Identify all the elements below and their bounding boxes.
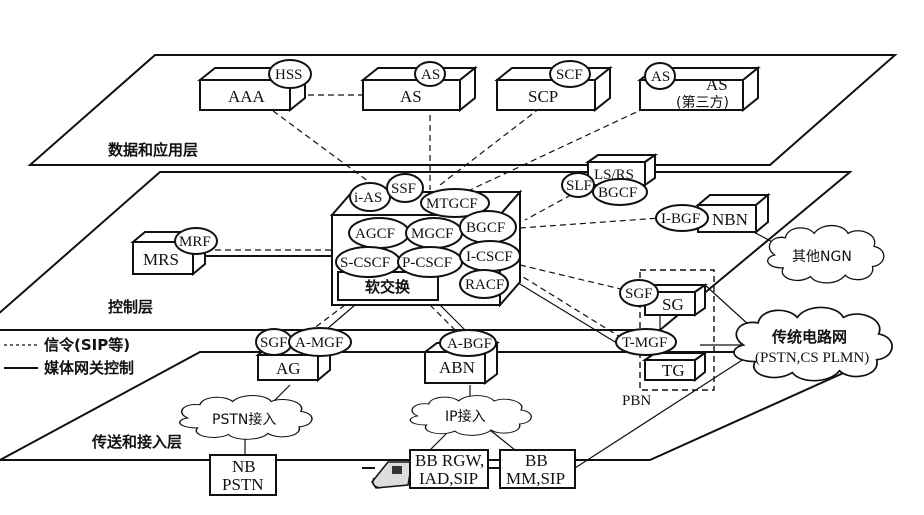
hss-function[interactable] xyxy=(268,59,312,89)
racf-label: RACF xyxy=(465,277,504,293)
bgcf-top-label: BGCF xyxy=(598,185,637,201)
abgf-signal-link xyxy=(429,304,461,336)
pstn-access-label: PSTN接入 xyxy=(212,411,276,428)
ip-access-label: IP接入 xyxy=(445,408,486,425)
as-label: AS xyxy=(400,87,422,106)
t-mgf-function[interactable] xyxy=(615,328,677,356)
as-node[interactable]: AS AS xyxy=(360,61,478,113)
app-layer-label: 数据和应用层 xyxy=(108,141,198,159)
slf-label: SLF xyxy=(566,178,592,194)
as-function-label: AS xyxy=(421,67,440,83)
p-cscf-label: P-CSCF xyxy=(402,255,452,271)
mrf-label: MRF xyxy=(179,234,211,250)
mtgcf-function[interactable] xyxy=(420,188,490,218)
t-mgf-label: T-MGF xyxy=(622,335,667,351)
a-bgf-label: A-BGF xyxy=(447,336,492,352)
ssf-function[interactable] xyxy=(386,173,424,203)
tmgf-signal-link xyxy=(514,271,626,341)
scf-function[interactable] xyxy=(549,60,591,88)
abn-node[interactable]: ABN A-BGF xyxy=(422,329,500,385)
tg-label: TG xyxy=(662,361,685,380)
bgcf-label: BGCF xyxy=(466,220,505,236)
sgf-function[interactable] xyxy=(619,279,659,307)
ip-access-bbmm-link xyxy=(489,429,516,451)
tmgf-control-link xyxy=(509,277,621,346)
mrs-node[interactable]: MRS MRF xyxy=(130,227,218,277)
a-mgf-function[interactable] xyxy=(288,327,352,357)
s-cscf-label: S-CSCF xyxy=(340,255,390,271)
pbn-dashed-boundary xyxy=(639,269,715,391)
legend-signaling-label: 信令(SIP等) xyxy=(44,336,130,354)
scf-label: SCF xyxy=(556,67,583,83)
slf-function[interactable] xyxy=(561,172,595,198)
legend: 信令(SIP等) 媒体网关控制 xyxy=(4,336,134,377)
mgcf-label: MGCF xyxy=(411,226,454,242)
bb-mm-node[interactable]: BB MM,SIP xyxy=(499,449,576,489)
as3-function[interactable] xyxy=(644,62,676,90)
hss-label: HSS xyxy=(275,67,303,83)
other-ngn-cloud[interactable]: 其他NGN xyxy=(767,224,885,284)
bb-mm-label-1: BB xyxy=(525,451,548,470)
legend-media-control-label: 媒体网关控制 xyxy=(44,359,134,377)
scp-label: SCP xyxy=(528,87,558,106)
sg-label: SG xyxy=(662,295,684,314)
legacy-network-cloud[interactable]: 传统电路网 (PSTN,CS PLMN) xyxy=(733,306,893,382)
nbn-label: NBN xyxy=(712,210,748,229)
bgcf-top-function[interactable] xyxy=(592,178,648,206)
i-cscf-label: I-CSCF xyxy=(466,249,513,265)
sgf-label: SGF xyxy=(625,286,653,302)
nb-pstn-node[interactable]: NB PSTN xyxy=(209,454,277,496)
sg-node[interactable]: SG SGF xyxy=(619,279,709,317)
as-function[interactable] xyxy=(414,61,446,87)
aaa-label: AAA xyxy=(228,87,266,106)
tg-node[interactable]: TG T-MGF xyxy=(615,328,709,383)
bbmm-pbn-link xyxy=(574,354,751,469)
racf-function[interactable] xyxy=(459,269,509,299)
softswitch-node[interactable]: 软交换 i-AS SSF MTGCF AGCF MGCF BGCF S-CSCF… xyxy=(329,173,523,308)
bb-rgw-label-2: IAD,SIP xyxy=(419,469,478,488)
third-party-label: (第三方) xyxy=(676,94,729,111)
nb-label: NB xyxy=(232,457,256,476)
a-mgf-label: A-MGF xyxy=(295,335,343,351)
pstn-label: PSTN xyxy=(222,475,264,494)
sgf-link xyxy=(519,264,626,291)
ibgf-link xyxy=(519,217,661,229)
as-third-party-node[interactable]: AS (第三方) AS xyxy=(637,62,761,113)
ag-node[interactable]: AG SGF A-MGF xyxy=(255,327,352,383)
a-bgf-function[interactable] xyxy=(439,329,497,357)
control-layer-label: 控制层 xyxy=(108,298,153,316)
as3-function-label: AS xyxy=(651,69,670,85)
i-bgf-function[interactable] xyxy=(655,204,709,232)
aaa-node[interactable]: AAA HSS xyxy=(197,59,312,113)
agcf-label: AGCF xyxy=(355,226,395,242)
ssf-label: SSF xyxy=(391,181,416,197)
pbn-label: PBN xyxy=(622,393,651,409)
scp-softswitch-link xyxy=(439,107,541,186)
other-ngn-label: 其他NGN xyxy=(792,249,852,265)
softswitch-label: 软交换 xyxy=(365,278,411,296)
as3-softswitch-link xyxy=(469,107,646,191)
legacy-network-sublabel: (PSTN,CS PLMN) xyxy=(755,350,869,366)
nbn-node[interactable]: NBN I-BGF xyxy=(655,192,771,235)
i-as-label: i-AS xyxy=(354,190,382,206)
pstn-access-cloud[interactable]: PSTN接入 xyxy=(178,394,313,441)
aaa-softswitch-link xyxy=(264,104,381,191)
mrf-function[interactable] xyxy=(174,227,218,255)
transport-layer-label: 传送和接入层 xyxy=(91,433,182,451)
ag-sgf-label: SGF xyxy=(260,335,288,351)
scp-node[interactable]: SCP SCF xyxy=(494,60,613,113)
as-third-party-label: AS xyxy=(706,75,728,94)
bb-rgw-node[interactable]: BB RGW, IAD,SIP xyxy=(409,449,489,489)
abn-label: ABN xyxy=(439,358,475,377)
bb-mm-label-2: MM,SIP xyxy=(506,469,565,488)
legacy-network-label: 传统电路网 xyxy=(771,328,847,346)
ag-label: AG xyxy=(276,359,301,378)
mrs-label: MRS xyxy=(143,250,179,269)
telephone-icon xyxy=(371,461,413,489)
ip-access-cloud[interactable]: IP接入 xyxy=(409,394,532,437)
i-bgf-label: I-BGF xyxy=(661,211,700,227)
bb-rgw-label-1: BB RGW, xyxy=(415,451,484,470)
mtgcf-label: MTGCF xyxy=(426,196,478,212)
